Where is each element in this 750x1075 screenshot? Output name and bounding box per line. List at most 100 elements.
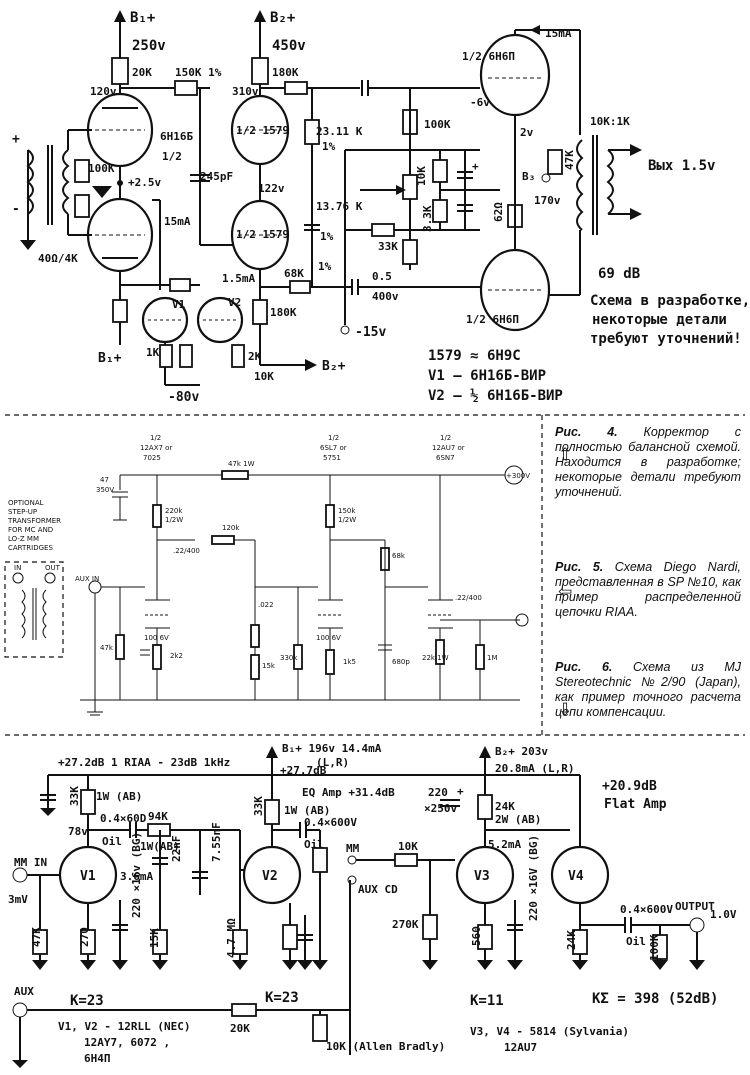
- caption-fig6: Рис. 6. Схема из MJ Stereotechnic №2/90 …: [555, 660, 741, 720]
- r-20k-bottom-label: 20K: [230, 1022, 250, 1035]
- r-15k-bottom-label: 15K: [148, 928, 161, 948]
- resistor-270k: [422, 914, 438, 940]
- r-22k-1w-label: 22k 1W: [422, 654, 449, 662]
- resistor-33k-a: [80, 789, 96, 815]
- v-310-label: 310v: [232, 85, 259, 98]
- arrow-down-icon: ⇩: [558, 700, 573, 720]
- r-13-76k-label: 13.76 K: [316, 200, 363, 213]
- c-22nf-label: 22nF: [170, 836, 183, 863]
- b2-label: B₂+ 203v: [495, 745, 548, 758]
- c-0-4-60d-label: 0.4×60D: [100, 812, 147, 825]
- r-1w-ab-c-label: 1W (AB): [284, 804, 330, 817]
- opt-line1: OPTIONAL: [8, 499, 44, 507]
- resistor-022: [250, 624, 260, 648]
- note-line3: требуют уточнений!: [590, 331, 742, 347]
- resistor-100k-left-b: [74, 194, 90, 218]
- c-220-label: 220: [428, 786, 448, 799]
- b1-channels-label: (L,R): [316, 756, 349, 769]
- opt-line3: TRANSFORMER: [7, 517, 61, 525]
- resistor-220k: [152, 504, 162, 528]
- r-100k-left-label: 100K: [88, 162, 115, 175]
- top-schematic: B₁+ 250v 20K 120v 6H16Б 1/2 +2.5v + - 10…: [12, 10, 750, 405]
- c-22-400-out-label: .22/400: [455, 594, 482, 602]
- v-78-label: 78v: [68, 825, 88, 838]
- r-47k-label: 47K: [563, 150, 576, 170]
- v4-bottom-label: V4: [568, 869, 584, 884]
- b2-voltage-label: 450v: [272, 38, 306, 54]
- v1-bottom-label: V1: [80, 869, 96, 884]
- output-label: Вых 1.5v: [648, 158, 715, 174]
- tube2-label: 1/2: [328, 434, 339, 442]
- pct1-a-label: 1%: [322, 140, 336, 153]
- resistor-150k: [174, 80, 198, 96]
- resistor-33k: [371, 223, 395, 237]
- resistor-180k-top: [251, 57, 269, 85]
- resistor-47k-bottom: [32, 929, 48, 955]
- resistor-10k-b: [432, 159, 448, 183]
- opt-line2: STEP-UP: [8, 508, 37, 516]
- b1-db-label: +27.7dB: [280, 764, 327, 777]
- k11-label: K=11: [470, 993, 504, 1009]
- opt-line4: FOR MC AND: [8, 526, 53, 534]
- v-122-label: 122v: [258, 182, 285, 195]
- resistor-270: [80, 929, 96, 955]
- c-022-label: .022: [258, 601, 274, 609]
- caption-fig5-text: Схема Diego Nardi, представленная в SP №…: [555, 560, 742, 619]
- flat-amp-label: Flat Amp: [604, 797, 667, 812]
- resistor-68k: [289, 280, 311, 294]
- tube3-label: 1/2: [440, 434, 451, 442]
- resistor-v2-cathode: [282, 924, 298, 950]
- pct1-c-label: 1%: [318, 260, 332, 273]
- caption-fig6-number: Рис. 6.: [555, 660, 613, 674]
- resistor-link: [169, 278, 191, 292]
- resistor-2k2: [152, 644, 162, 670]
- b1-bottom-label: B₁+: [98, 351, 122, 366]
- r-10k-bot-label: 10K: [254, 370, 274, 383]
- c-0-4-600v-label: 0.4×600V: [304, 816, 357, 829]
- mm-in-label: MM IN: [14, 856, 47, 869]
- aux-label: AUX: [14, 985, 34, 998]
- r-94k-label: 94K: [148, 810, 168, 823]
- r-100k-mid-label: 100K: [424, 118, 451, 131]
- resistor-22k-1w: [435, 639, 445, 665]
- resistor-bot-mid: [402, 239, 418, 265]
- plus-cap-bottom-label: +: [457, 785, 464, 798]
- resistor-1k: [159, 344, 173, 368]
- v-2v-label: 2v: [520, 126, 534, 139]
- k23-a-label: K=23: [70, 993, 104, 1009]
- gain-label: 69 dB: [598, 266, 640, 282]
- resistor-33k-b: [264, 799, 280, 825]
- resistor-24k: [477, 794, 493, 820]
- resistor-pot-mid: [402, 174, 418, 200]
- output-bottom-label: OUTPUT: [675, 900, 715, 913]
- resistor-pot-v2: [312, 847, 328, 873]
- v-170-label: 170v: [534, 194, 561, 207]
- i-15ma-top-label: 15mA: [545, 27, 572, 40]
- note-line1: Схема в разработке,: [590, 293, 750, 309]
- tube1-label: 1/2: [150, 434, 161, 442]
- tube-6n16b-label: 6H16Б: [160, 130, 193, 143]
- v-1-0-label: 1.0V: [710, 908, 737, 921]
- plus-input-label: +: [12, 132, 20, 147]
- r-10k-mid-label: 10K: [415, 166, 428, 186]
- ksum-label: KΣ = 398 (52dB): [592, 991, 718, 1007]
- r-120k-label: 120k: [222, 524, 240, 532]
- flat-db-label: +20.9dB: [602, 779, 657, 794]
- r-270-label: 270: [78, 927, 91, 947]
- r-10k-a-label: 10K: [398, 840, 418, 853]
- pct1-b-label: 1%: [320, 230, 334, 243]
- c-220-16v-label: 220 ×16v (BG): [130, 832, 143, 918]
- c-250v-label: ×250v: [424, 802, 457, 815]
- v3v4-label: V3, V4 - 5814 (Sylvania): [470, 1025, 629, 1038]
- v3-bottom-label: V3: [474, 869, 490, 884]
- tube2-type: 6SL7 or: [320, 444, 347, 452]
- resistor-330k: [293, 644, 303, 670]
- middle-schematic: 1/2 12AX7 or 7025 1/2 6SL7 or 5751 1/2 1…: [4, 434, 530, 716]
- oil-label: Oil: [102, 835, 122, 848]
- i-3-6-label: 3.6mA: [120, 870, 153, 883]
- resistor-1m: [475, 644, 485, 670]
- step-up-transformer-box: [4, 561, 64, 658]
- tube-6n6p-lower: [479, 248, 551, 332]
- resistor-4-7m: [232, 929, 248, 955]
